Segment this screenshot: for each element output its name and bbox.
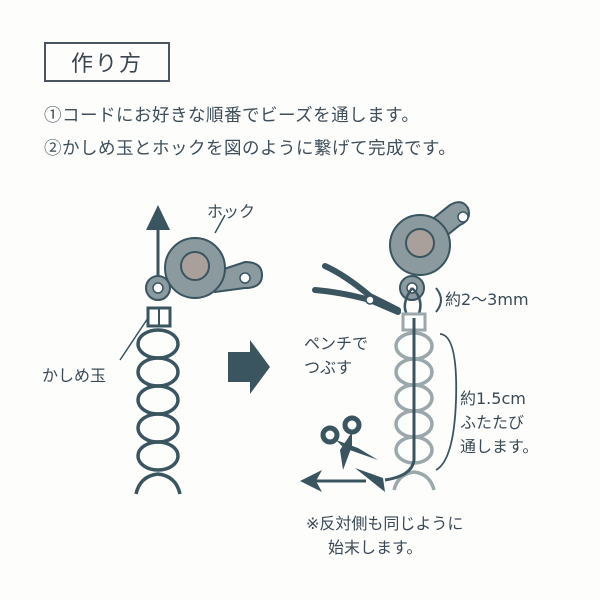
hook-label: ホック: [207, 202, 256, 221]
thread-back-line2: ふたたび: [460, 413, 525, 432]
section-title: 作り方: [70, 52, 143, 77]
gap-bracket: [435, 287, 442, 313]
scissors-icon: [320, 415, 378, 470]
cord-line: [384, 318, 416, 482]
step-1-text: ①コードにお好きな順番でビーズを通します。: [44, 106, 420, 126]
thread-back-line3: 通します。: [460, 437, 539, 456]
pliers-icon: [312, 263, 401, 315]
pliers-label-line1: ペンチで: [304, 334, 369, 353]
crimp-bead-label: かしめ玉: [42, 366, 107, 385]
cut-mark-icon: [355, 468, 385, 492]
thread-back-line1: 約1.5cm: [460, 389, 526, 408]
crimp-bead-icon: [146, 306, 172, 328]
length-bracket: [435, 333, 458, 471]
step-2-text: ②かしめ玉とホックを図のように繋げて完成です。: [44, 139, 457, 159]
hook-leader-line: [214, 214, 226, 234]
right-arrow-icon: [228, 340, 270, 394]
left-arrow-icon: [300, 470, 366, 492]
bead-chain-icon: [134, 328, 182, 495]
section-title-box: 作り方: [44, 42, 170, 82]
hook-icon-after: [389, 201, 470, 301]
crimp-leader-line: [119, 317, 149, 361]
gap-label: 約2〜3mm: [445, 290, 529, 309]
hook-icon: [145, 237, 264, 301]
note-line1: ※反対側も同じように: [306, 514, 464, 533]
note-line2: 始末します。: [328, 538, 423, 557]
pliers-label-line2: つぶす: [304, 358, 353, 377]
